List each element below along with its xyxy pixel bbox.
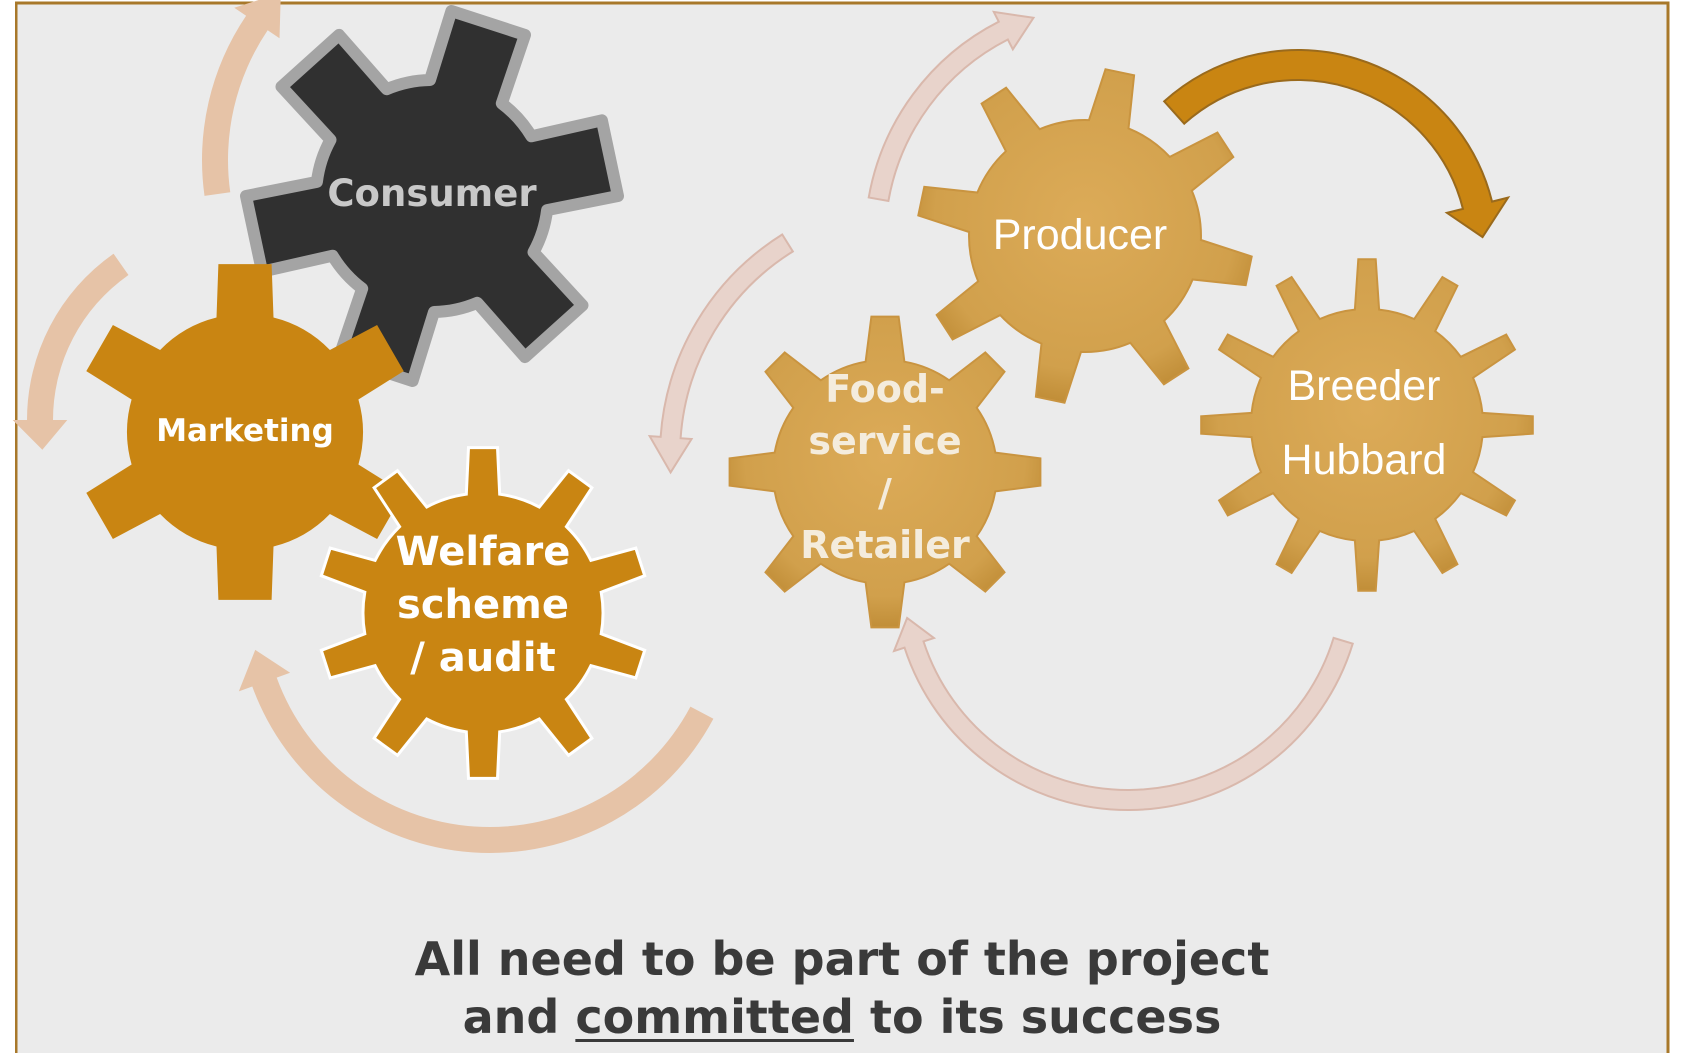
arrow-top-right-cycle (867, 10, 1036, 203)
welfare-scheme-gear: Welfare scheme / audit (319, 446, 647, 780)
welfare-label-line2: scheme (397, 582, 569, 628)
right-cycle-arrows (647, 10, 1511, 811)
foodservice-label-line1: Food- (825, 367, 945, 411)
caption-line2: and committed to its success (16, 988, 1668, 1046)
arrow-bottom-left (238, 649, 714, 854)
left-edge-strip (0, 0, 15, 1053)
gear-icon (86, 264, 404, 600)
caption-line2-end: to its success (853, 990, 1222, 1044)
arrow-accent-producer-to-breeder (1162, 49, 1511, 239)
gear-icon (728, 315, 1042, 629)
caption-underlined-word: committed (575, 990, 854, 1044)
gear-icon (240, 5, 624, 387)
foodservice-label-line2: service (808, 419, 961, 463)
producer-label: Producer (993, 211, 1167, 259)
consumer-label: Consumer (327, 172, 537, 215)
foodservice-retailer-gear: Food- service / Retailer (728, 315, 1042, 629)
marketing-label: Marketing (156, 413, 334, 449)
gear-icon (1200, 258, 1534, 592)
producer-gear: Producer (917, 68, 1253, 404)
gear-icon (319, 446, 647, 780)
marketing-gear: Marketing (86, 264, 404, 600)
arrow-left-mid (12, 253, 129, 450)
breeder-label-line2: Hubbard (1282, 436, 1447, 484)
foodservice-label-line3: / (878, 471, 892, 515)
caption: All need to be part of the project and c… (16, 930, 1668, 1046)
caption-line1: All need to be part of the project (414, 932, 1270, 986)
foodservice-label-line4: Retailer (800, 523, 970, 567)
arrow-top-left (202, 0, 281, 196)
welfare-label-line3: / audit (410, 635, 555, 681)
welfare-label-line1: Welfare (396, 529, 571, 575)
arrow-left-right-cycle (647, 233, 795, 475)
gear-icon (917, 68, 1253, 404)
arrow-bottom-right (892, 616, 1354, 811)
breeder-label-line1: Breeder (1288, 362, 1441, 410)
caption-line2-start: and (462, 990, 576, 1044)
consumer-gear: Consumer (240, 5, 624, 387)
breeder-hubbard-gear: Breeder Hubbard (1200, 258, 1534, 592)
left-cycle-arrows (12, 0, 714, 854)
